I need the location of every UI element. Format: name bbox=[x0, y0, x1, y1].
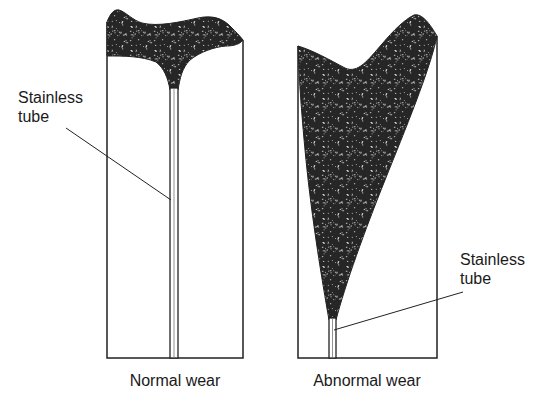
normal-wear-electrode bbox=[107, 10, 243, 358]
leader-line bbox=[334, 292, 463, 330]
part-label: Stainless tube bbox=[18, 88, 98, 126]
caption-label: Normal wear bbox=[95, 371, 255, 390]
caption-label: Abnormal wear bbox=[287, 371, 447, 390]
abnormal-wear-electrode bbox=[298, 15, 437, 358]
part-label: Stainless tube bbox=[460, 250, 530, 288]
leader-line bbox=[66, 128, 171, 200]
